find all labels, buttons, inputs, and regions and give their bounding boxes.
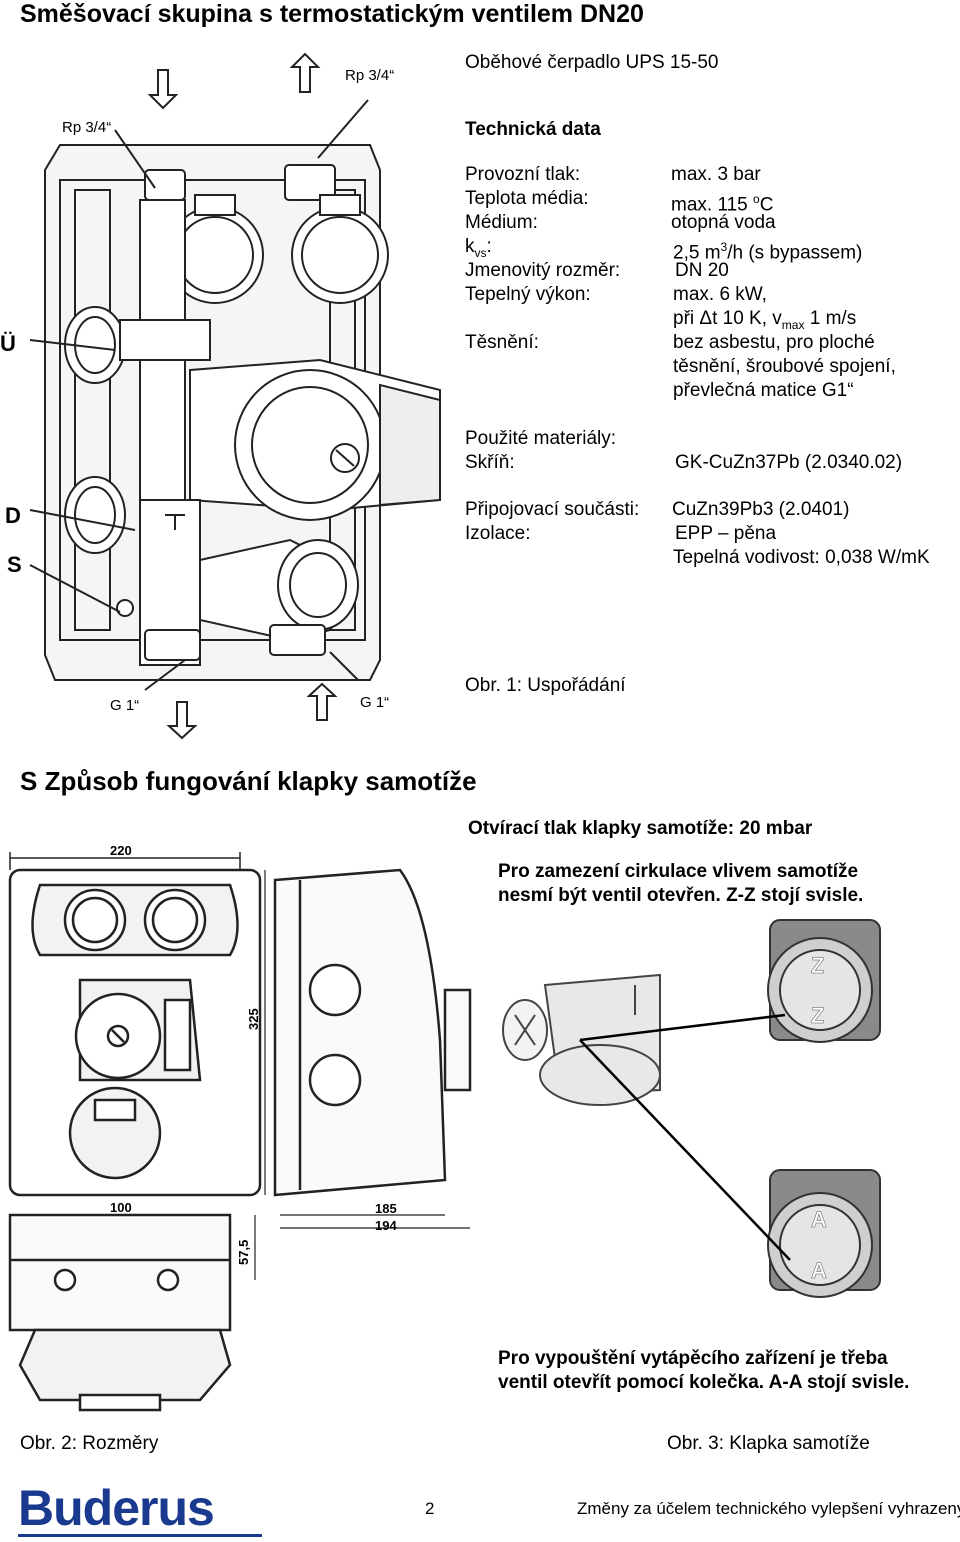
tech-key-housing: Skříň: <box>465 452 515 473</box>
dimensions-drawing: 220 325 100 185 194 57,5 <box>8 843 472 1412</box>
tech-value-kvs: 2,5 m3/h (s bypassem) <box>673 240 863 264</box>
dim-220: 220 <box>110 843 132 858</box>
dim-325: 325 <box>246 1008 261 1030</box>
note1-line1: Pro zamezení cirkulace vlivem samotíže <box>498 861 859 882</box>
tech-value-seal-3: převlečná matice G1“ <box>673 380 854 401</box>
valve-a-bottom: A <box>811 1258 827 1283</box>
pump-model: Oběhové čerpadlo UPS 15-50 <box>465 52 719 73</box>
label-rp-top: Rp 3/4“ <box>345 67 394 84</box>
footer-notice: Změny za účelem technického vylepšení vy… <box>577 1499 960 1518</box>
gravity-valve-drawing: Z Z A A <box>502 919 881 1298</box>
label-u: Ü <box>0 331 16 356</box>
label-s: S <box>7 552 22 577</box>
tech-value-housing: GK-CuZn37Pb (2.0340.02) <box>675 452 903 473</box>
tech-key-kvs: kvs: <box>465 236 492 260</box>
label-rp-left: Rp 3/4“ <box>62 119 111 136</box>
section2-title: S Způsob fungování klapky samotíže <box>20 766 477 796</box>
dim-185: 185 <box>375 1201 397 1216</box>
label-d: D <box>5 503 21 528</box>
tech-value-insulation: EPP – pěna <box>675 523 777 544</box>
tech-value-seal-2: těsnění, šroubové spojení, <box>673 356 896 377</box>
tech-value-power-line2: při Δt 10 K, vmax 1 m/s <box>673 308 857 332</box>
tech-value-power: max. 6 kW, <box>673 284 767 305</box>
tech-value-dn: DN 20 <box>675 260 729 281</box>
valve-a-top: A <box>811 1207 827 1232</box>
dim-100: 100 <box>110 1200 132 1215</box>
tech-key-insulation: Izolace: <box>465 523 531 544</box>
logo-underline <box>18 1534 262 1537</box>
fig3-caption: Obr. 3: Klapka samotíže <box>667 1433 870 1454</box>
valve-z-top: Z <box>811 953 824 978</box>
tech-key-pressure: Provozní tlak: <box>465 164 581 185</box>
tech-value-conductivity: Tepelná vodivost: 0,038 W/mK <box>673 547 930 568</box>
mixing-group-drawing: Rp 3/4“ Rp 3/4“ Ü D S G 1“ G 1“ <box>0 52 441 740</box>
materials-heading: Použité materiály: <box>465 428 617 449</box>
tech-key-medium: Médium: <box>465 212 538 233</box>
tech-value-pressure: max. 3 bar <box>671 164 761 185</box>
valve-z-bottom: Z <box>811 1003 824 1028</box>
buderus-logo: Buderus <box>18 1480 215 1536</box>
note1-line2: nesmí být ventil otevřen. Z-Z stojí svis… <box>498 885 864 906</box>
tech-key-seal: Těsnění: <box>465 332 539 353</box>
note2-line2: ventil otevřít pomocí kolečka. A-A stojí… <box>498 1372 910 1393</box>
tech-value-seal-1: bez asbestu, pro ploché <box>673 332 875 353</box>
fig2-caption: Obr. 2: Rozměry <box>20 1433 159 1454</box>
tech-key-connection: Připojovací součásti: <box>465 499 640 520</box>
dim-57-5: 57,5 <box>236 1240 251 1265</box>
note2-line1: Pro vypouštění vytápěcího zařízení je tř… <box>498 1348 888 1369</box>
tech-key-temp: Teplota média: <box>465 188 589 209</box>
tech-key-dn: Jmenovitý rozměr: <box>465 260 621 281</box>
tech-value-connection: CuZn39Pb3 (2.0401) <box>672 499 850 520</box>
page-title: Směšovací skupina s termostatickým venti… <box>20 0 644 28</box>
open-pressure: Otvírací tlak klapky samotíže: 20 mbar <box>468 818 813 839</box>
dim-194: 194 <box>375 1218 397 1233</box>
label-g-right: G 1“ <box>360 694 389 711</box>
fig1-caption: Obr. 1: Uspořádání <box>465 675 626 696</box>
tech-key-power: Tepelný výkon: <box>465 284 591 305</box>
tech-value-medium: otopná voda <box>671 212 776 233</box>
tech-heading: Technická data <box>465 119 601 140</box>
tech-value-temp: max. 115 oC <box>671 192 774 216</box>
page-number: 2 <box>425 1499 435 1518</box>
label-g-left: G 1“ <box>110 697 139 714</box>
